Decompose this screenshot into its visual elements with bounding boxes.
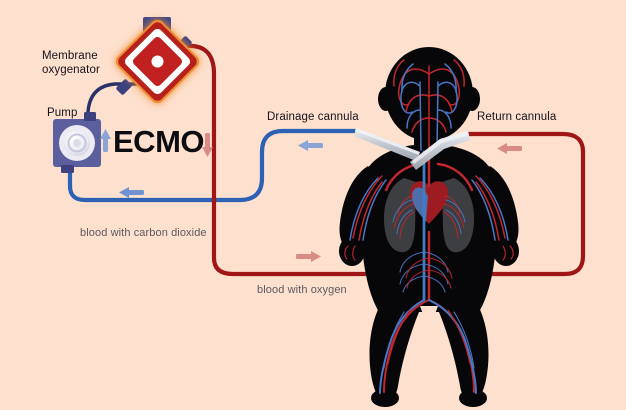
label-membrane-oxygenator-line2: oxygenator xyxy=(42,64,100,76)
lungs xyxy=(384,178,474,253)
tube-deoxygenated xyxy=(67,128,359,203)
tube-oxygenated xyxy=(183,43,586,277)
tube-pump-to-oxygenator xyxy=(86,82,142,114)
caption-blood-with-oxygen: blood with oxygen xyxy=(257,284,347,296)
label-membrane-oxygenator: Membrane oxygenator xyxy=(42,49,100,77)
label-return-cannula: Return cannula xyxy=(477,111,557,123)
label-drainage-cannula: Drainage cannula xyxy=(267,111,359,123)
return-cannula-left-arrow xyxy=(497,143,522,154)
venous-return-left-arrow xyxy=(119,187,144,198)
label-pump: Pump xyxy=(47,107,78,119)
arterial-out-right-arrow xyxy=(296,251,321,262)
ecmo-return-down-arrow xyxy=(202,133,213,157)
body-silhouette xyxy=(339,47,519,407)
drainage-cannula xyxy=(354,128,420,161)
caption-blood-with-carbon-dioxide: blood with carbon dioxide xyxy=(80,227,207,239)
ecmo-title: ECMO xyxy=(113,124,205,159)
pump-inlet-up-arrow xyxy=(100,129,111,152)
drainage-left-arrow xyxy=(298,140,323,151)
vascular-system xyxy=(344,59,514,394)
label-membrane-oxygenator-line1: Membrane xyxy=(42,50,98,62)
return-cannula xyxy=(410,131,470,170)
membrane-oxygenator-device[interactable] xyxy=(113,17,202,106)
pump-device[interactable] xyxy=(53,112,101,173)
